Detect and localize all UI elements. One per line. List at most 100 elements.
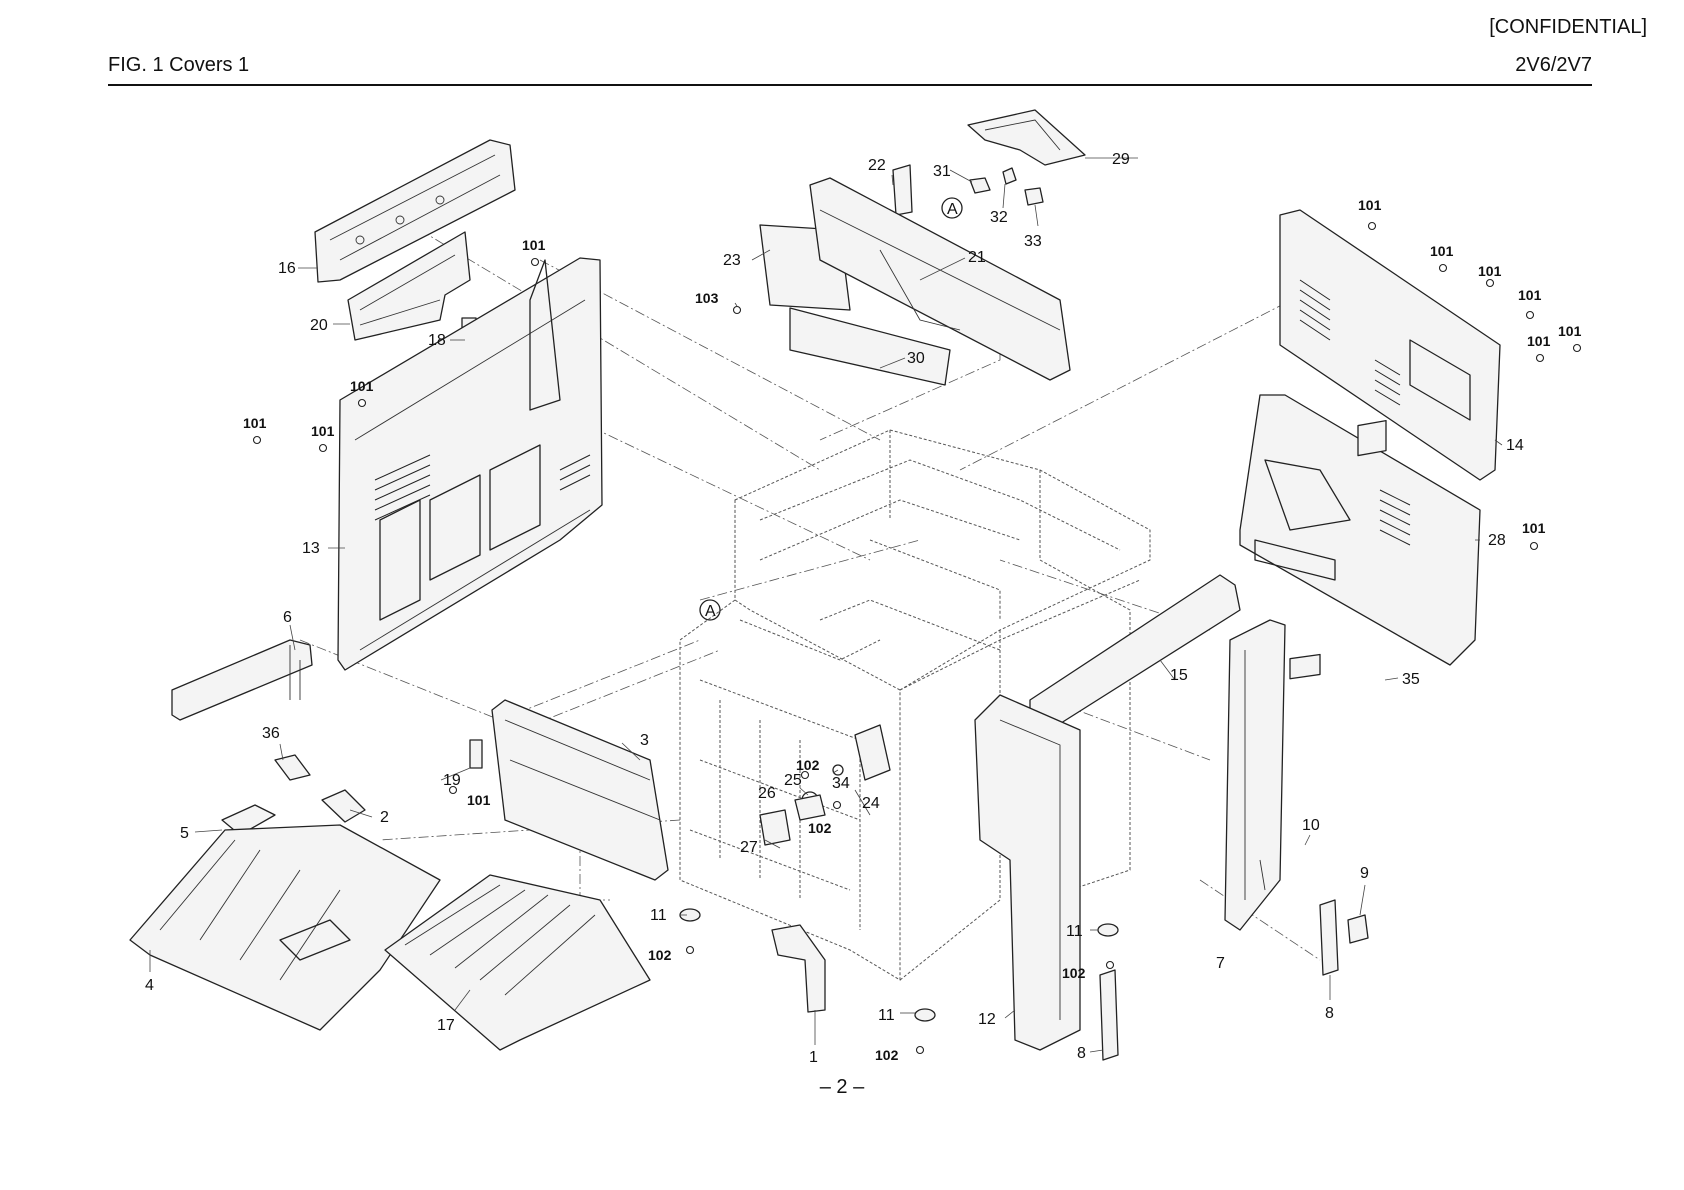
- part-15-upper-frame: [1029, 574, 1241, 731]
- part-17-tray: [384, 874, 651, 1051]
- callout-21: 21: [968, 249, 986, 266]
- page-number: – 2 –: [819, 1076, 865, 1098]
- part-28-right-cover: [1239, 394, 1481, 666]
- callout-101-a: 101: [522, 237, 546, 253]
- part-35-label: [1357, 419, 1387, 457]
- callout-20: 20: [310, 317, 328, 334]
- part-7-side-stay: [1224, 619, 1286, 931]
- callout-102-b: 102: [875, 1047, 899, 1063]
- part-1-bracket: [771, 924, 826, 1013]
- callout-23: 23: [723, 252, 741, 269]
- part-9-cover: [1347, 914, 1369, 944]
- callout-11-center: 11: [878, 1007, 895, 1024]
- callout-34: 34: [832, 775, 850, 792]
- figure-title: FIG. 1 Covers 1: [108, 54, 250, 76]
- callout-11-left: 11: [650, 907, 667, 924]
- callout-32: 32: [990, 209, 1008, 226]
- callout-7: 7: [1216, 955, 1225, 972]
- callout-101-c: 101: [243, 415, 267, 431]
- part-31-piece: [969, 177, 991, 194]
- reference-marker-a-top: [941, 197, 963, 219]
- callout-28: 28: [1488, 532, 1506, 549]
- part-32-piece: [1002, 167, 1017, 185]
- callout-102-d: 102: [796, 757, 820, 773]
- part-10-label: [1289, 653, 1321, 680]
- part-16-upper-plate: [314, 139, 516, 283]
- callout-15: 15: [1170, 667, 1188, 684]
- part-19-clip: [469, 739, 483, 769]
- part-2-cap: [321, 789, 366, 823]
- callout-22: 22: [868, 157, 886, 174]
- screw-callouts: 101 101 101 101 101 101 101 101 101 101 …: [243, 197, 1582, 1063]
- callout-101-k: 101: [1522, 520, 1546, 536]
- callout-31: 31: [933, 163, 951, 180]
- callout-101-l: 101: [467, 792, 491, 808]
- callout-8-lower: 8: [1077, 1045, 1086, 1062]
- part-6-stay: [171, 639, 313, 721]
- reference-label-a-top: A: [947, 201, 958, 218]
- part-21-upper-stay: [809, 177, 1071, 381]
- callout-1: 1: [809, 1049, 818, 1066]
- part-11-foot-right: [1097, 923, 1119, 937]
- screws: [252, 221, 1582, 1055]
- callout-leaders: [149, 157, 1503, 1053]
- part-22-bracket: [892, 164, 913, 216]
- callout-9: 9: [1360, 865, 1369, 882]
- part-20-bracket: [347, 231, 471, 341]
- part-24-assembly: [854, 724, 891, 781]
- callout-13: 13: [302, 540, 320, 557]
- part-8-cover-right: [1319, 899, 1339, 976]
- reference-label-a-middle: A: [705, 603, 716, 620]
- callout-24: 24: [862, 795, 880, 812]
- part-callouts: 1 2 3 4 5 6 7 8 8 9 10 11 11 11 12 13 14…: [145, 151, 1524, 1066]
- callout-102-c: 102: [1062, 965, 1086, 981]
- confidential-label: [CONFIDENTIAL]: [1489, 16, 1647, 38]
- model-number: 2V6/2V7: [1515, 54, 1592, 76]
- callout-16: 16: [278, 260, 296, 277]
- callout-103: 103: [695, 290, 719, 306]
- callout-18: 18: [428, 332, 446, 349]
- callout-29: 29: [1112, 151, 1130, 168]
- part-8-cover-lower: [1099, 969, 1119, 1061]
- part-4-tray: [129, 824, 441, 1031]
- callout-4: 4: [145, 977, 154, 994]
- callout-36: 36: [262, 725, 280, 742]
- callout-11-right: 11: [1066, 923, 1083, 940]
- callout-35: 35: [1402, 671, 1420, 688]
- callout-101-j: 101: [1527, 333, 1551, 349]
- callout-30: 30: [907, 350, 925, 367]
- callout-12: 12: [978, 1011, 996, 1028]
- callout-14: 14: [1506, 437, 1524, 454]
- part-11-foot-center: [914, 1008, 936, 1022]
- callout-101-d: 101: [311, 423, 335, 439]
- callout-25: 25: [784, 772, 802, 789]
- part-27-motor: [759, 809, 791, 846]
- callout-101-b: 101: [350, 378, 374, 394]
- callout-3: 3: [640, 732, 649, 749]
- part-3-front-stay: [491, 699, 669, 881]
- part-29-top-cover: [967, 109, 1086, 166]
- callout-102-e: 102: [808, 820, 832, 836]
- callout-26: 26: [758, 785, 776, 802]
- callout-6: 6: [283, 609, 292, 626]
- part-34-spring: [832, 764, 844, 776]
- part-12-front-cover: [974, 694, 1081, 1051]
- part-13-left-cover: [337, 257, 603, 671]
- callout-10: 10: [1302, 817, 1320, 834]
- callout-2: 2: [380, 809, 389, 826]
- callout-102-a: 102: [648, 947, 672, 963]
- callout-101-f: 101: [1430, 243, 1454, 259]
- reference-marker-a-middle: [699, 599, 721, 621]
- part-26-drive: [794, 794, 826, 821]
- callout-8-right: 8: [1325, 1005, 1334, 1022]
- callout-101-g: 101: [1478, 263, 1502, 279]
- callout-19: 19: [443, 772, 461, 789]
- callout-17: 17: [437, 1017, 455, 1034]
- callout-5: 5: [180, 825, 189, 842]
- header-rule: [108, 84, 1592, 86]
- callout-101-i: 101: [1558, 323, 1582, 339]
- part-14-right-cover: [1279, 209, 1501, 481]
- callout-101-e: 101: [1358, 197, 1382, 213]
- part-30-cover: [789, 307, 951, 386]
